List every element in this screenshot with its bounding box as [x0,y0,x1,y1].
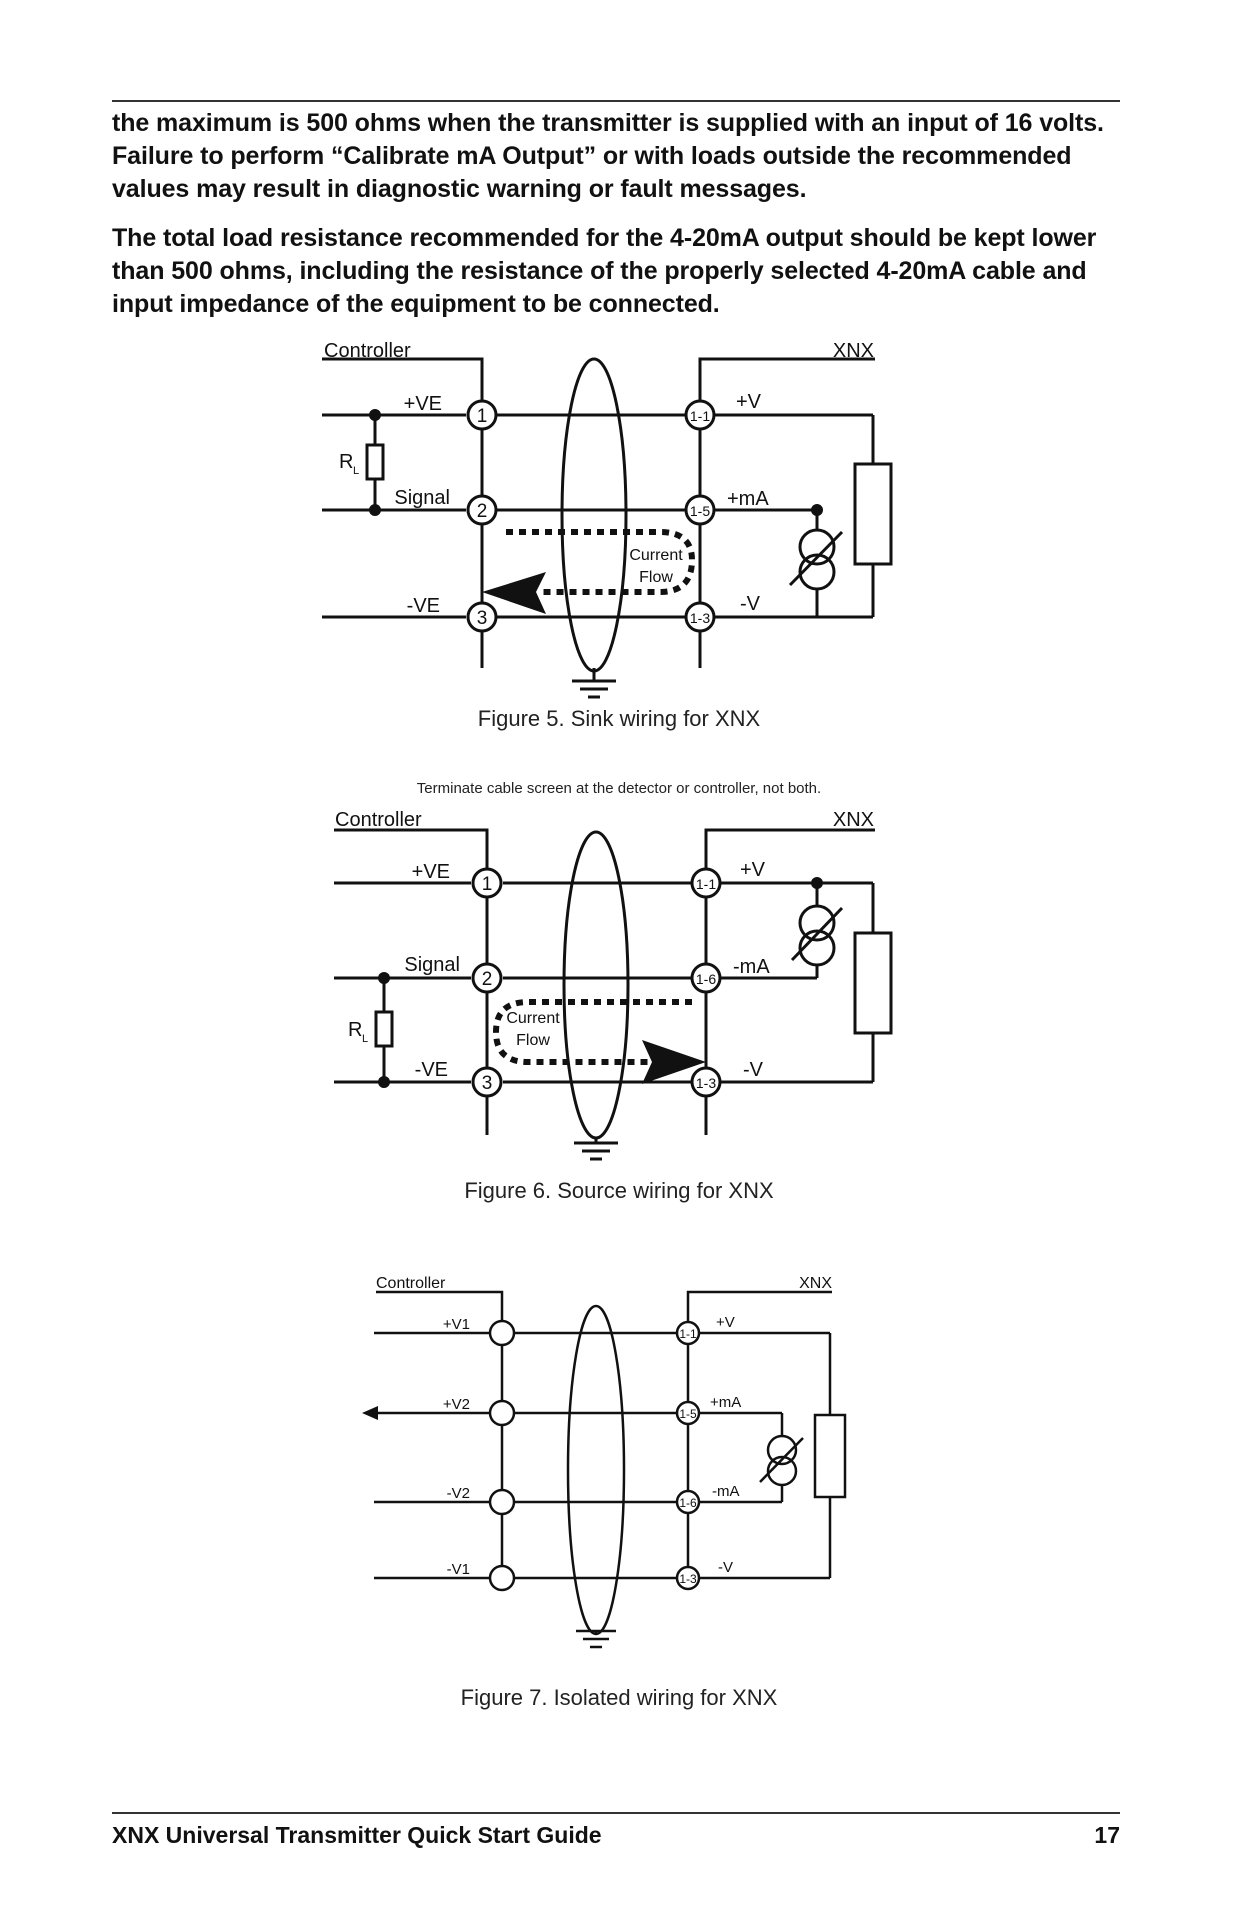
fig7-label-plus-v2: +V2 [443,1396,470,1413]
fig7-terminal-1-5: 1-5 [679,1407,697,1421]
fig7-label-minus-ma: -mA [712,1483,740,1500]
fig5-device-label: XNX [833,340,874,362]
fig6-label-minus-v: -V [743,1059,764,1081]
fig6-label-minus-ma: -mA [733,956,770,978]
fig5-label-minus-v: -V [740,593,761,615]
figure-6-diagram: Controller XNX +VE Signal -VE 1 2 3 1-1 … [334,809,893,1161]
fig6-label-minus-ve: -VE [415,1059,448,1081]
fig7-label-plus-v: +V [716,1314,735,1331]
fig5-terminal-2: 2 [477,501,488,522]
fig6-resistor-label: R [348,1019,362,1041]
figure-7-caption: Figure 7. Isolated wiring for XNX [460,1685,778,1710]
fig6-flow-line2: Flow [516,1032,550,1049]
footer-rule [112,1812,1120,1814]
fig6-label-signal: Signal [404,954,460,976]
fig6-terminal-1-6: 1-6 [696,971,716,987]
figure-5-sink-wiring: Controller XNX +VE Signal -VE 1 2 3 1-1 … [0,320,1238,705]
fig5-flow-line1: Current [629,547,683,564]
fig5-controller-label: Controller [324,340,411,362]
fig5-resistor-sub: L [353,465,359,477]
fig7-terminal-1-3: 1-3 [679,1572,697,1586]
fig7-label-plus-ma: +mA [710,1394,741,1411]
fig6-controller-label: Controller [335,809,422,831]
figure-7-isolated-wiring: Controller XNX +V1 +V2 -V2 -V1 1-1 1-5 1… [0,1265,1238,1655]
fig7-label-minus-v1: -V1 [447,1561,470,1578]
figure-6-source-wiring: Controller XNX +VE Signal -VE 1 2 3 1-1 … [0,805,1238,1170]
figure-7-diagram: Controller XNX +V1 +V2 -V2 -V1 1-1 1-5 1… [362,1275,847,1649]
fig5-terminal-1: 1 [477,406,488,427]
header-rule [112,100,1120,102]
fig6-terminal-1: 1 [482,874,493,895]
fig5-terminal-3: 3 [477,608,488,629]
fig5-terminal-1-3: 1-3 [690,610,710,626]
fig5-resistor-label: R [339,451,353,473]
figure-5-diagram: Controller XNX +VE Signal -VE 1 2 3 1-1 … [322,340,893,699]
fig7-terminal-1-6: 1-6 [679,1496,697,1510]
fig5-label-plus-ve: +VE [404,393,442,415]
fig6-terminal-3: 3 [482,1073,493,1094]
footer-title: XNX Universal Transmitter Quick Start Gu… [112,1822,602,1848]
fig7-controller-label: Controller [376,1275,446,1292]
figure-5-caption: Figure 5. Sink wiring for XNX [477,706,761,731]
fig5-label-signal: Signal [394,487,450,509]
fig5-label-minus-ve: -VE [407,595,440,617]
fig5-label-plus-v: +V [736,391,762,413]
fig6-terminal-1-1: 1-1 [696,876,716,892]
fig7-label-plus-v1: +V1 [443,1316,470,1333]
fig7-label-minus-v: -V [718,1559,733,1576]
paragraph-load-limit: the maximum is 500 ohms when the transmi… [112,109,1104,203]
fig5-terminal-1-1: 1-1 [690,408,710,424]
figure-6-caption: Figure 6. Source wiring for XNX [464,1178,774,1203]
fig6-label-plus-v: +V [740,859,766,881]
fig6-flow-line1: Current [506,1010,560,1027]
fig6-label-plus-ve: +VE [412,861,450,883]
fig6-device-label: XNX [833,809,874,831]
fig7-label-minus-v2: -V2 [447,1485,470,1502]
fig7-terminal-1-1: 1-1 [679,1327,697,1341]
fig5-label-plus-ma: +mA [727,488,769,510]
fig5-terminal-1-5: 1-5 [690,503,710,519]
fig5-flow-line2: Flow [639,569,673,586]
fig6-resistor-sub: L [362,1033,368,1045]
page-number: 17 [1094,1822,1120,1848]
fig7-device-label: XNX [799,1275,832,1292]
paragraph-total-resistance: The total load resistance recommended fo… [112,224,1097,318]
figure-6-note: Terminate cable screen at the detector o… [416,780,822,797]
fig6-terminal-1-3: 1-3 [696,1075,716,1091]
fig6-terminal-2: 2 [482,969,493,990]
